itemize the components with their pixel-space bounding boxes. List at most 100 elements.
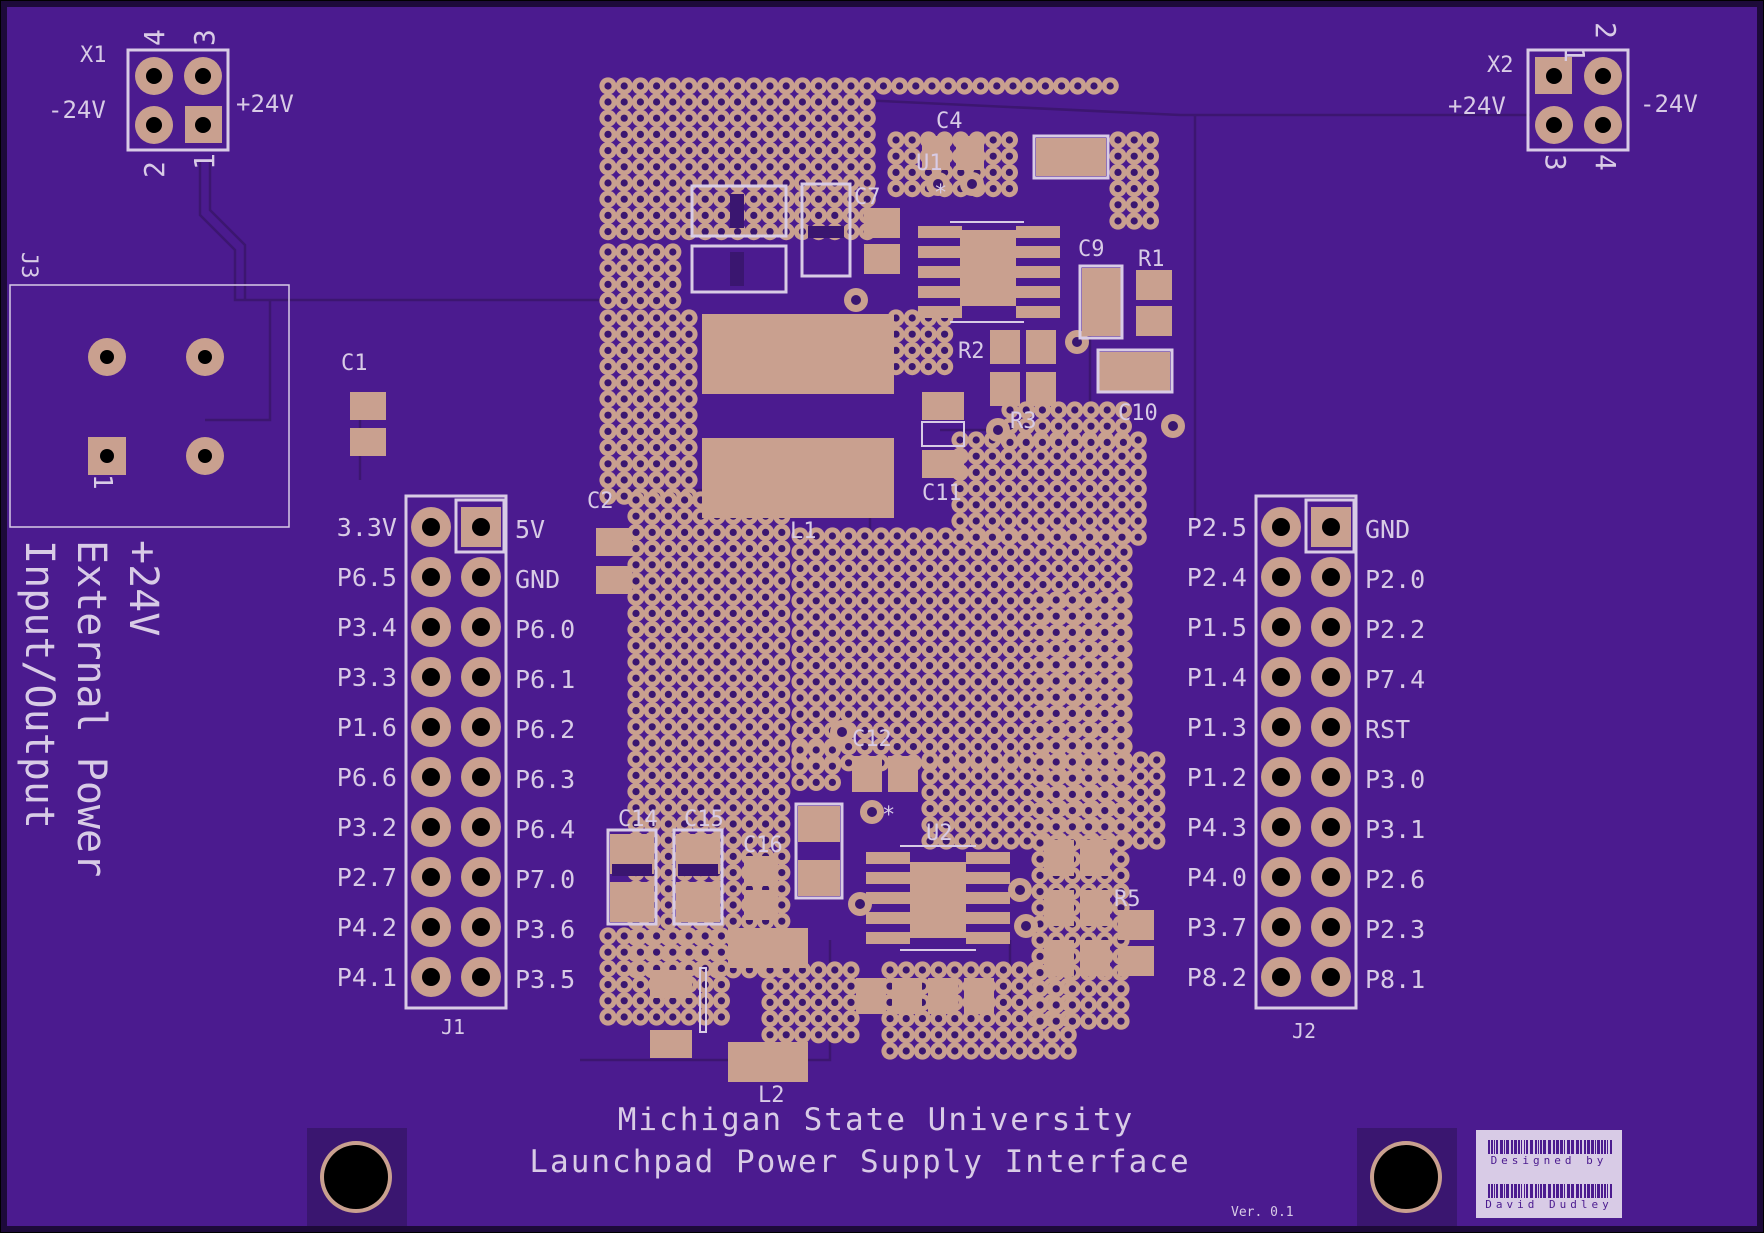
r2-pad-2 [1026,330,1056,364]
via-drill [664,561,673,569]
barcode-bar [1597,1184,1600,1198]
via-drill [632,561,640,569]
via-drill [1007,756,1015,764]
via-drill [1025,82,1033,90]
via-drill [685,411,693,419]
via-drill [1023,772,1031,780]
x2-left-label: +24V [1448,92,1506,120]
svg-text:*: * [882,803,895,828]
via-drill [697,658,705,666]
via-drill [958,645,966,654]
via-drill [796,581,804,589]
via-drill [604,211,612,219]
via-drill [845,532,853,540]
via-drill [893,710,901,718]
c2-label: C2 [587,489,614,514]
via-drill [713,626,721,634]
via-drill [648,820,656,828]
via-drill [1119,406,1127,414]
via-drill [664,642,673,650]
via-drill [845,548,853,556]
c10-pad [1098,352,1170,392]
via-drill [1036,677,1044,685]
via-drill [1086,533,1094,541]
r1-label: R1 [1138,247,1165,272]
j2-pin-drill [1272,968,1290,986]
via-drill [685,379,693,387]
via-drill [762,723,770,731]
via-drill [926,756,934,764]
c12-label: C12 [852,727,892,752]
via-drill [1114,201,1122,209]
via-drill [828,597,837,605]
via-drill [717,98,726,106]
via-drill [893,613,901,621]
via-drill [766,966,774,974]
via-drill [653,379,661,387]
via-drill [620,997,628,1005]
c1-label: C1 [341,351,368,376]
via-drill [1153,837,1161,845]
via-drill [991,788,999,797]
via-drill [717,948,726,956]
j2-left-label: P1.2 [1187,763,1247,792]
j2-left-label: P4.3 [1187,813,1247,842]
via-drill [1053,485,1061,493]
via-drill [958,805,967,813]
c4-label: C4 [936,109,963,134]
via-drill [778,804,786,812]
via-drill [892,330,900,338]
via-drill [1036,888,1044,896]
via-drill [1101,596,1109,604]
via-drill [815,966,823,974]
via-drill [604,82,612,90]
j2-pin-drill [1272,668,1290,686]
via-drill [717,981,726,989]
via-drill [1036,920,1044,928]
via-drill [942,772,950,780]
via-drill [1036,1017,1044,1025]
via-drill [778,561,786,569]
via-drill [956,517,964,525]
via-drill [831,966,839,974]
via-drill [1052,1001,1060,1009]
via-drill [828,694,837,702]
barcode-bar [1595,1140,1596,1154]
via-drill [892,314,900,322]
via-drill [1114,217,1122,225]
u2-chip: * [866,803,1010,951]
via-drill [893,726,901,735]
via-drill [861,694,869,702]
via-drill [1118,485,1126,493]
via-drill [1106,82,1114,90]
via-drill [734,228,742,236]
via-drill [847,147,855,155]
via-drill [908,346,916,354]
via-drill [796,762,804,770]
via-drill [1101,742,1109,750]
via-drill [604,248,612,256]
via-drill [958,743,966,751]
via-drill [1068,726,1076,734]
via-drill [942,678,950,686]
via-drill [701,82,709,90]
via-drill [1104,581,1112,589]
via-drill [669,130,677,138]
via-drill [1103,422,1111,430]
via-drill [815,211,823,219]
c14-pad-bottom [610,882,654,922]
via-drill [1007,788,1015,797]
via-drill [734,130,742,138]
via-drill [620,492,628,500]
via-drill [1005,185,1014,193]
via-drill [681,496,689,504]
via-drill [685,130,693,138]
via-drill [908,330,916,338]
via-drill [796,710,804,718]
via-drill [632,739,640,747]
via-drill [1117,871,1125,880]
mounting-hole-right [1357,1128,1457,1226]
via-drill [1085,645,1093,653]
via-drill [1134,468,1142,476]
via-drill [1101,823,1109,831]
